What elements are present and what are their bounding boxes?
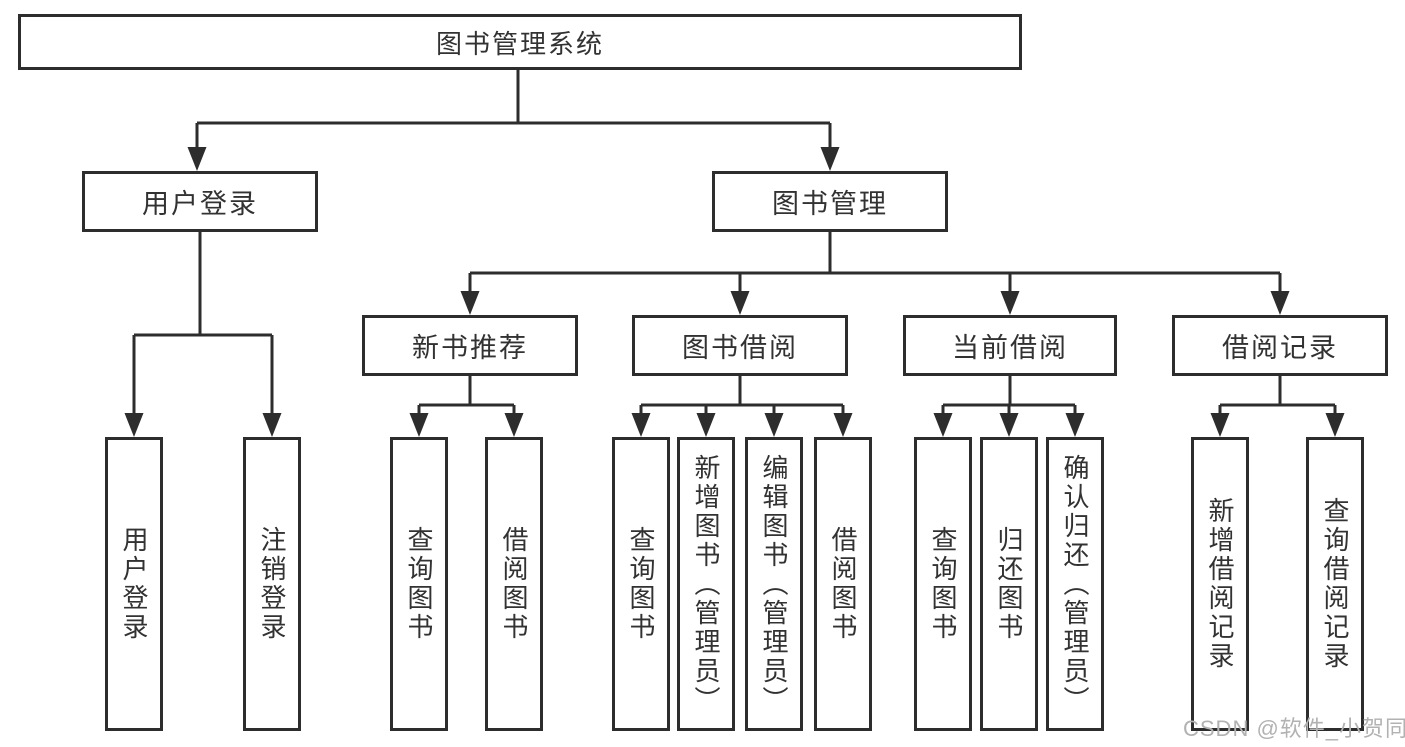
node-label: 当前借阅 [952,333,1068,363]
arrowheads [124,147,1345,437]
node-current-borrowing: 当前借阅 [903,315,1117,376]
node-label: 借阅记录 [1222,333,1338,363]
leaf-borrowing-edit-books-admin: 编辑图书（管理员） [745,437,803,731]
leaf-label: 借阅图书 [499,526,529,642]
csdn-watermark: CSDN @软件_小贺同学 [1183,716,1405,741]
leaf-borrowing-add-books-admin: 新增图书（管理员） [677,437,735,731]
node-label: 图书管理 [772,189,888,219]
leaf-label: 归还图书 [994,526,1024,642]
leaf-current-confirm-return-admin: 确认归还（管理员） [1046,437,1104,731]
node-label: 图书管理系统 [435,28,604,59]
node-label: 图书借阅 [682,333,798,363]
leaf-recommend-borrow-books: 借阅图书 [485,437,543,731]
leaf-label: 注销登录 [257,526,287,642]
leaf-label: 查询图书 [404,526,434,642]
leaf-current-return-books: 归还图书 [980,437,1038,731]
leaf-current-query-books: 查询图书 [914,437,972,731]
leaf-label: 查询借阅记录 [1320,497,1350,671]
node-book-management: 图书管理 [712,171,948,232]
leaf-label: 查询图书 [928,526,958,642]
leaf-recommend-query-books: 查询图书 [390,437,448,731]
node-user-login: 用户登录 [82,171,318,232]
node-borrow-records: 借阅记录 [1172,315,1388,376]
node-library-management-system: 图书管理系统 [18,14,1022,70]
leaf-label: 新增借阅记录 [1205,497,1235,671]
leaf-label: 查询图书 [626,526,656,642]
node-label: 用户登录 [142,189,258,219]
leaf-label: 用户登录 [119,526,149,642]
connector-path [132,68,1337,417]
leaf-label: 编辑图书（管理员） [759,453,789,715]
leaf-records-query-borrow-record: 查询借阅记录 [1306,437,1364,731]
node-book-borrowing: 图书借阅 [632,315,848,376]
leaf-user-login: 用户登录 [105,437,163,731]
node-new-book-recommend: 新书推荐 [362,315,578,376]
leaf-borrowing-query-books: 查询图书 [612,437,670,731]
leaf-logout: 注销登录 [243,437,301,731]
leaf-label: 确认归还（管理员） [1060,453,1090,715]
node-label: 新书推荐 [412,333,528,363]
leaf-borrowing-borrow-books: 借阅图书 [814,437,872,731]
leaf-records-add-borrow-record: 新增借阅记录 [1191,437,1249,731]
leaf-label: 借阅图书 [828,526,858,642]
leaf-label: 新增图书（管理员） [691,453,721,715]
